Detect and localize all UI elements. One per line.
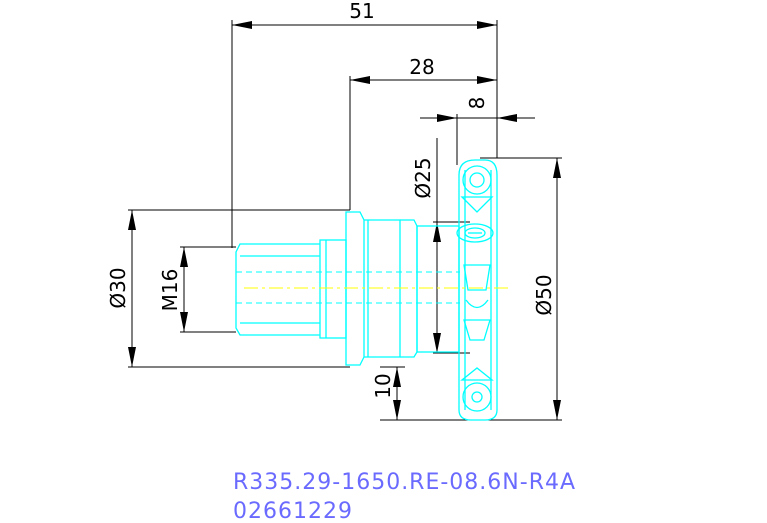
clamp-screw-inner xyxy=(464,227,486,239)
dim-25-label: Ø25 xyxy=(411,157,435,198)
arrow-25-bottom xyxy=(433,333,441,353)
arrow-8-left xyxy=(437,114,457,122)
arrow-m16-bottom xyxy=(180,312,188,332)
dim-m16-label: M16 xyxy=(158,269,182,312)
arrow-30-top xyxy=(128,210,136,230)
dim-28-label: 28 xyxy=(409,55,434,79)
pocket-mid-lower xyxy=(465,299,489,309)
dim-51-label: 51 xyxy=(349,0,374,23)
arrow-50-top xyxy=(553,158,561,178)
arrow-28-right xyxy=(477,76,497,84)
pocket-lower xyxy=(463,319,491,341)
arrow-10-bottom xyxy=(393,400,401,420)
insert-top-inner xyxy=(469,172,485,188)
insert-bottom-inner xyxy=(471,391,483,403)
chip-gullet-bottom xyxy=(460,367,494,381)
arrow-30-bottom xyxy=(128,347,136,367)
clamp-screw-outer xyxy=(456,223,494,243)
arrow-51-left xyxy=(232,21,252,29)
arrowheads xyxy=(128,21,561,420)
pocket-mid xyxy=(463,264,491,291)
arrow-50-bottom xyxy=(553,400,561,420)
part-number: 02661229 xyxy=(233,499,353,523)
arrow-28-left xyxy=(350,76,370,84)
dim-10-label: 10 xyxy=(371,373,395,398)
neck xyxy=(319,239,347,339)
part-designation: R335.29-1650.RE-08.6N-R4A xyxy=(233,470,576,495)
part-outline xyxy=(235,159,498,421)
cutter-disc xyxy=(458,159,498,421)
arrow-10-top xyxy=(393,367,401,387)
thread-shank xyxy=(235,243,320,336)
hidden-lines xyxy=(236,271,460,304)
insert-top-outer xyxy=(462,165,492,195)
dim-50-label: Ø50 xyxy=(532,274,556,315)
insert-bottom-outer xyxy=(462,382,492,412)
dim-30-label: Ø30 xyxy=(106,267,130,308)
chip-gullet-top xyxy=(460,196,494,213)
dim-8-label: 8 xyxy=(465,97,489,110)
arrow-m16-top xyxy=(180,247,188,267)
arrow-8-right xyxy=(497,114,517,122)
arrow-25-top xyxy=(433,222,441,242)
arrow-51-right xyxy=(477,21,497,29)
